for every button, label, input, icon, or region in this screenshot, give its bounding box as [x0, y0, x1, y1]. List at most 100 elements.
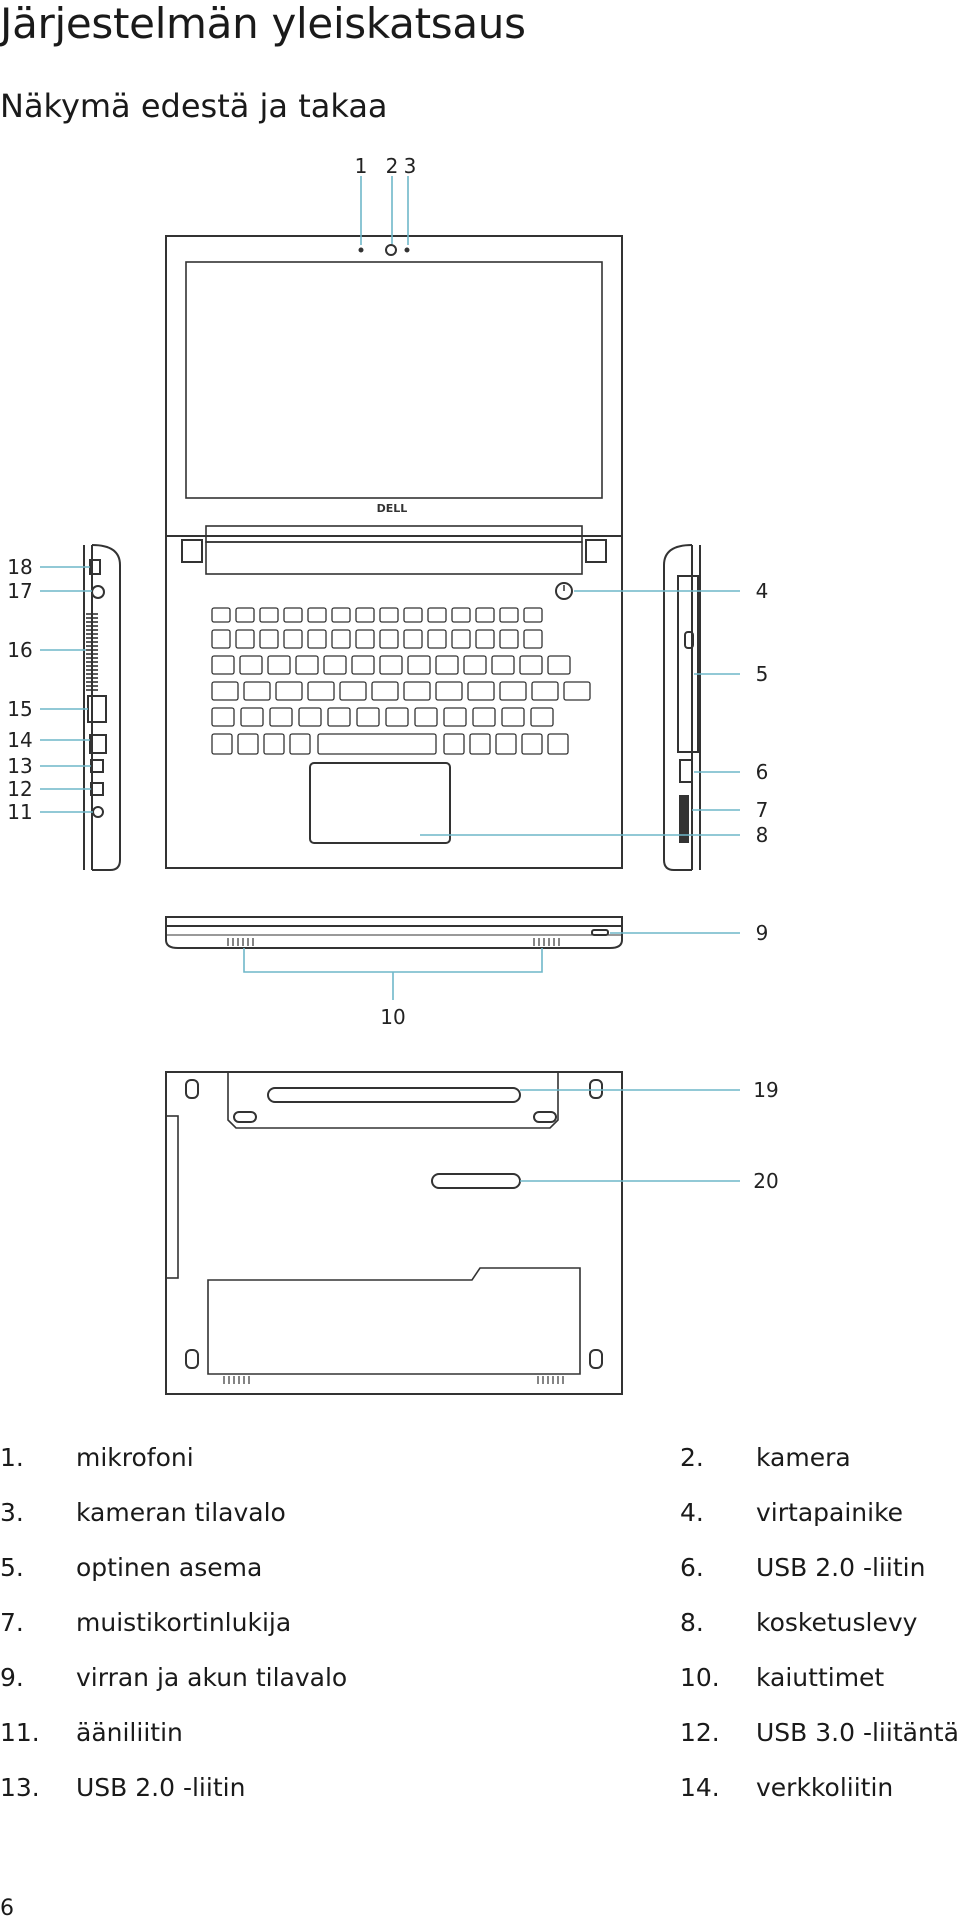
vga-port	[87, 695, 107, 723]
legend-row: 7.muistikortinlukija 8.kosketuslevy	[0, 1595, 960, 1650]
camera-lens	[385, 244, 397, 256]
keyboard-key	[523, 607, 543, 623]
legend-item: 7.muistikortinlukija	[0, 1608, 680, 1637]
legend-number: 13.	[0, 1773, 40, 1802]
component-legend: 1.mikrofoni 2.kamera 3.kameran tilavalo …	[0, 1430, 960, 1815]
keyboard-key	[403, 629, 423, 649]
right-side-view	[663, 544, 701, 871]
legend-label: muistikortinlukija	[76, 1608, 292, 1637]
legend-number: 8.	[680, 1608, 704, 1637]
keyboard-key	[275, 681, 303, 701]
keyboard-key	[491, 655, 515, 675]
legend-label: USB 2.0 -liitin	[756, 1553, 926, 1582]
keyboard-key	[385, 707, 409, 727]
page-number: 6	[0, 1896, 14, 1921]
optical-drive	[677, 575, 699, 753]
front-speaker-grilles	[227, 938, 560, 946]
legend-label: verkkoliitin	[756, 1773, 894, 1802]
keyboard-key	[521, 733, 543, 755]
callout-label-12: 12	[7, 777, 32, 801]
leader-lines	[40, 176, 740, 1182]
keyboard-key	[563, 681, 591, 701]
keyboard-key	[307, 629, 327, 649]
keyboard	[211, 607, 591, 755]
keyboard-key	[499, 629, 519, 649]
callout-label-19: 19	[753, 1078, 778, 1102]
keyboard-key	[331, 607, 351, 623]
keyboard-key	[427, 629, 447, 649]
legend-item: 11. ääniliitin	[0, 1718, 680, 1747]
legend-number: 12.	[680, 1718, 720, 1747]
legend-item: 13.USB 2.0 -liitin	[0, 1773, 680, 1802]
legend-item: 14. verkkoliitin	[680, 1773, 960, 1802]
legend-number: 14.	[680, 1773, 720, 1802]
battery-release-slot	[267, 1087, 521, 1103]
keyboard-key	[463, 655, 487, 675]
keyboard-key	[499, 607, 519, 623]
legend-number: 11.	[0, 1718, 40, 1747]
camera-light-dot	[404, 247, 410, 253]
callout-label-13: 13	[7, 754, 32, 778]
legend-label: kameran tilavalo	[76, 1498, 286, 1527]
bottom-view	[165, 1071, 623, 1395]
callout-label-6: 6	[756, 760, 769, 784]
callout-label-5: 5	[756, 662, 769, 686]
keyboard-key	[269, 707, 293, 727]
power-button	[555, 582, 573, 600]
keyboard-key	[211, 629, 231, 649]
section-subtitle: Näkymä edestä ja takaa	[0, 87, 388, 125]
keyboard-key	[435, 655, 459, 675]
microphone-dot	[358, 247, 364, 253]
callout-label-18: 18	[7, 555, 32, 579]
keyboard-key	[495, 733, 517, 755]
laptop-lid: DELL	[165, 235, 623, 537]
legend-row: 11.ääniliitin 12.USB 3.0 -liitäntä	[0, 1705, 960, 1760]
callout-label-20: 20	[753, 1169, 778, 1193]
callout-label-11: 11	[7, 800, 32, 824]
callout-label-7: 7	[756, 798, 769, 822]
keyboard-key	[443, 733, 465, 755]
keyboard-key	[211, 681, 239, 701]
legend-item: 4.virtapainike	[680, 1498, 960, 1527]
keyboard-key	[267, 655, 291, 675]
keyboard-key	[289, 733, 311, 755]
keyboard-key	[356, 707, 380, 727]
legend-label: virtapainike	[756, 1498, 904, 1527]
laptop-hinge	[181, 525, 607, 575]
keyboard-key	[472, 707, 496, 727]
leader-line	[243, 948, 543, 1000]
legend-number: 1.	[0, 1443, 24, 1472]
legend-label: optinen asema	[76, 1553, 263, 1582]
audio-jack	[92, 806, 104, 818]
keyboard-key	[211, 733, 233, 755]
status-light	[591, 929, 609, 936]
legend-label: kamera	[756, 1443, 851, 1472]
keyboard-key	[427, 607, 447, 623]
legend-label: mikrofoni	[76, 1443, 194, 1472]
keyboard-key	[243, 681, 271, 701]
keyboard-key	[263, 733, 285, 755]
legend-label: ääniliitin	[76, 1718, 183, 1747]
service-panel	[207, 1267, 581, 1375]
legend-item: 2.kamera	[680, 1443, 960, 1472]
keyboard-key	[211, 707, 235, 727]
keyboard-key	[403, 607, 423, 623]
keyboard-key	[355, 607, 375, 623]
service-tag-label	[431, 1173, 521, 1189]
keyboard-key	[467, 681, 495, 701]
keyboard-key	[499, 681, 527, 701]
legend-number: 3.	[0, 1498, 24, 1527]
callout-label-1: 1	[355, 154, 368, 178]
legend-item: 9.virran ja akun tilavalo	[0, 1663, 680, 1692]
callout-label-2: 2	[386, 154, 399, 178]
card-reader	[679, 795, 689, 843]
keyboard-key	[237, 733, 259, 755]
keyboard-key	[443, 707, 467, 727]
keyboard-key	[501, 707, 525, 727]
keyboard-key	[211, 655, 235, 675]
network-port	[89, 734, 107, 754]
legend-item: 10.kaiuttimet	[680, 1663, 960, 1692]
keyboard-key	[307, 607, 327, 623]
keyboard-key	[407, 655, 431, 675]
keyboard-key	[331, 629, 351, 649]
